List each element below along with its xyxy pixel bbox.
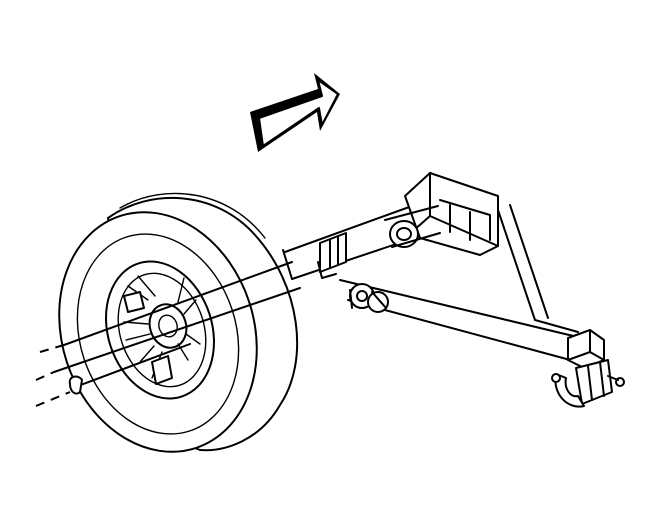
lift-cable-guide	[349, 283, 389, 313]
wheel-hub	[105, 260, 215, 400]
carrier-crossmember	[35, 261, 301, 407]
retainer-clip	[68, 375, 83, 395]
spare-tire-carrier-frame	[282, 172, 591, 365]
direction-arrow-icon	[250, 73, 340, 152]
hitch-pin	[551, 329, 625, 408]
